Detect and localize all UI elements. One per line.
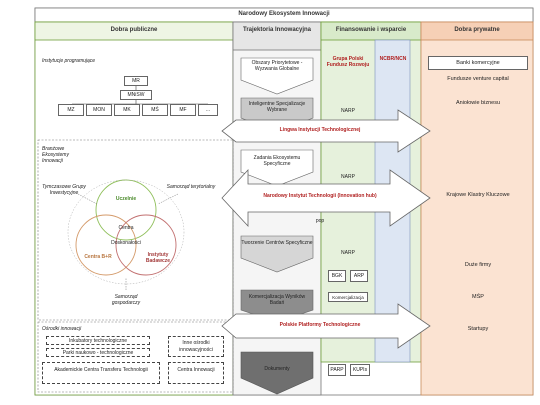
parp-box: PARP <box>328 364 346 376</box>
arrow-label: Polskie Platformy Technologiczne <box>279 322 361 328</box>
column-header-trajectory: Trajektoria Innowacyjna <box>242 27 312 33</box>
kupis-box: KUPIs <box>350 364 370 376</box>
bgk-box: BGK <box>328 270 346 282</box>
center-mid-label: Doskonałości <box>111 240 141 246</box>
trajectory-item: Komercjalizacja Wyników Badań <box>248 294 306 306</box>
innovation-item: Inne ośrodki innowacyjności <box>168 336 224 357</box>
ncbr-label: NCBR/NCN <box>379 56 407 62</box>
trajectory-item: Inteligentne Specjalizacje Wybrane <box>248 101 306 113</box>
ministry-box: MF <box>170 104 196 116</box>
narp-label: NARP <box>341 108 355 114</box>
arrow-sub-label: pop <box>315 218 325 224</box>
commercialization-box: Komercjalizacja <box>328 292 368 302</box>
private-item: Duże firmy <box>464 262 492 268</box>
arp-box: ARP <box>350 270 368 282</box>
innovation-item: Akademickie Centra Transferu Technologii <box>42 362 160 384</box>
circle-research-institutes: Instytuty Badawcze <box>145 252 171 264</box>
narp-label: NARP <box>341 250 355 256</box>
private-item: Banki komercyjne <box>428 56 528 70</box>
private-item: Startupy <box>467 326 489 332</box>
private-item: MŚP <box>472 294 484 300</box>
ecosystem-left-label: Tymczasowe Grupy Inwestycyjne <box>42 184 86 196</box>
arrow-label: Lingwa Instytucji Technologicznej <box>279 127 361 133</box>
innovation-heading: Ośrodki innowacji <box>42 326 82 332</box>
diagram-title: Narodowy Ekosystem Innowacji <box>238 11 330 17</box>
pfr-label: Grupa Polski Fundusz Rozwoju <box>326 56 370 68</box>
private-item: Aniołowie biznesu <box>455 100 501 106</box>
center-top-label: Centra <box>118 225 134 231</box>
private-item: Fundusze venture capital <box>447 76 509 82</box>
ministry-top-box: MR <box>124 76 148 86</box>
ecosystem-right-label: Samorząd terytorialny <box>166 184 216 190</box>
innovation-item: Parki naukowo - technologiczne <box>46 348 150 357</box>
innovation-item: Centra Innowacji <box>168 362 224 384</box>
trajectory-item: Obszary Priorytetowe - Wyzwania Globalne <box>251 60 303 72</box>
ministry-box: MZ <box>58 104 84 116</box>
ecosystem-heading: Branżowe Ekosystemy Innowacji <box>42 146 69 164</box>
column-header-public: Dobra publiczne <box>110 27 158 33</box>
column-header-financing: Finansowanie i wsparcie <box>335 27 407 33</box>
circle-rd-centers: Centra B+R <box>84 254 112 260</box>
innovation-item: Inkubatory technologiczne <box>46 336 150 345</box>
ministry-box: ... <box>198 104 218 116</box>
arrow-label: Narodowy Instytut Technologii (Innovatio… <box>263 193 377 199</box>
trajectory-item: Dokumenty <box>264 366 290 372</box>
private-item: Krajowe Klastry Kluczowe <box>446 192 510 198</box>
ministry-box: MŚ <box>142 104 168 116</box>
ministries-heading: Instytucje programujące <box>42 58 96 64</box>
column-header-private: Dobra prywatne <box>454 27 500 33</box>
ecosystem-bottom-label: Samorząd gospodarczy <box>111 294 141 306</box>
narp-label: NARP <box>341 174 355 180</box>
ministry-box: MK <box>114 104 140 116</box>
circle-universities: Uczelnie <box>115 196 137 202</box>
ministry-box: MON <box>86 104 112 116</box>
ministry-mid-box: MNiSW <box>120 90 152 100</box>
trajectory-item: Tworzenie Centrów Specyficzne <box>241 240 313 246</box>
trajectory-item: Zadania Ekosystemu Specyficzne <box>253 155 301 167</box>
